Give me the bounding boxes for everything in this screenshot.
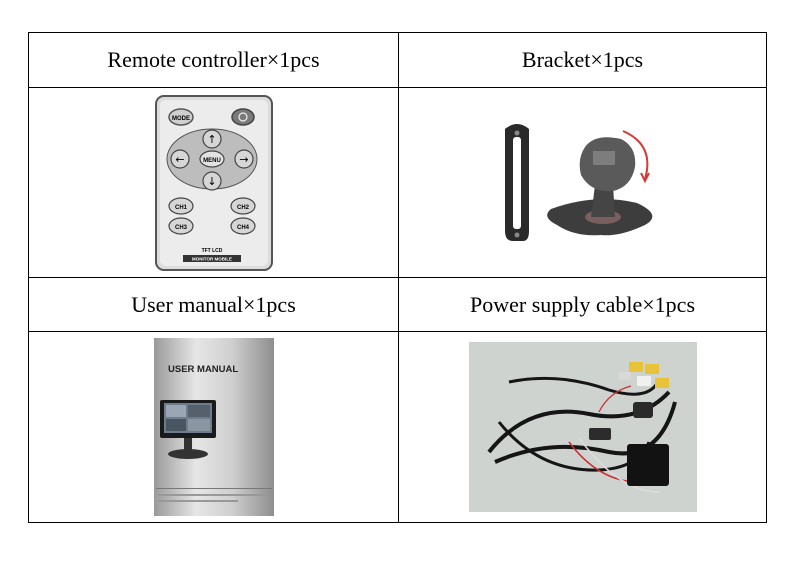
bracket-label: Bracket×1pcs — [521, 47, 644, 72]
image-cell-manual: USER MANUAL — [29, 332, 398, 522]
header-cell-cable: Power supply cable×1pcs — [399, 278, 766, 331]
svg-text:↑: ↑ — [207, 133, 216, 146]
row-divider — [29, 331, 766, 332]
power-cable-label: Power supply cable×1pcs — [469, 291, 696, 317]
svg-text:→: → — [239, 153, 248, 166]
image-cell-remote: MODE ↑ ↓ ← → MENU CH1 CH2 CH3 CH4 TFT LC… — [29, 88, 398, 277]
row-divider — [29, 277, 766, 278]
svg-text:←: ← — [175, 153, 184, 166]
image-cell-cable — [399, 332, 766, 522]
row-divider — [29, 87, 766, 88]
header-cell-remote: Remote controller×1pcs — [29, 33, 398, 87]
ch1-button-text: CH1 — [174, 205, 187, 211]
user-manual-image: USER MANUAL — [153, 338, 274, 516]
menu-button-text: MENU — [203, 158, 221, 164]
ch2-button-text: CH2 — [236, 205, 249, 211]
header-cell-manual: User manual×1pcs — [29, 278, 398, 331]
remote-brand-text: TFT LCD — [201, 248, 222, 254]
remote-model-text: MONITOR MOBILE — [192, 256, 232, 261]
svg-text:↓: ↓ — [207, 175, 216, 188]
mode-button-text: MODE — [172, 116, 190, 122]
remote-controller-image: MODE ↑ ↓ ← → MENU CH1 CH2 CH3 CH4 TFT LC… — [154, 94, 273, 271]
ch4-button-text: CH4 — [236, 225, 249, 231]
accessories-table: Remote controller×1pcs Bracket×1pcs MODE… — [28, 32, 767, 523]
remote-controller-label: Remote controller×1pcs — [107, 47, 320, 72]
image-cell-bracket — [399, 88, 766, 277]
bracket-image — [505, 123, 653, 241]
power-cable-image — [468, 342, 697, 512]
header-cell-bracket: Bracket×1pcs — [399, 33, 766, 87]
manual-title-text: USER MANUAL — [168, 364, 238, 375]
user-manual-label: User manual×1pcs — [131, 291, 296, 317]
ch3-button-text: CH3 — [174, 225, 187, 231]
